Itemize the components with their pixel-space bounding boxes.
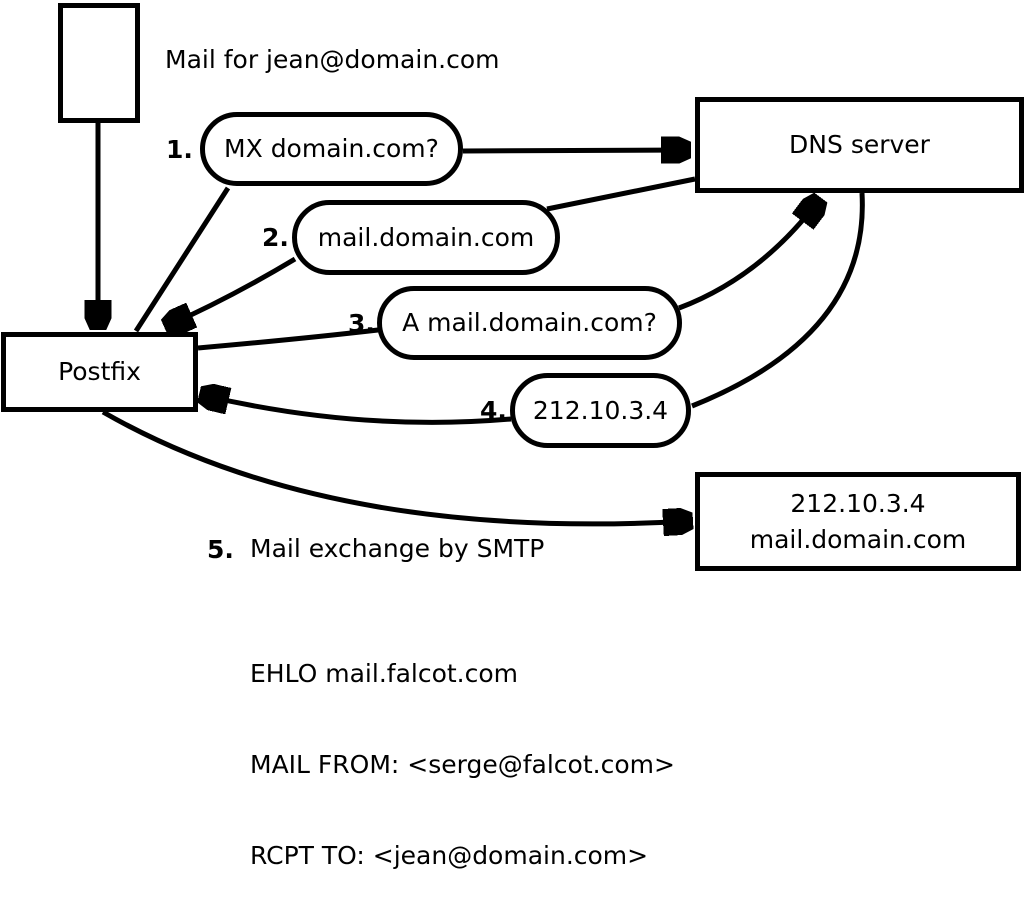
mail-server-ip: 212.10.3.4 (790, 488, 926, 518)
smtp-line: RCPT TO: <jean@domain.com> (250, 841, 649, 870)
arrow-postfix-to-mailserver (101, 409, 690, 524)
arrow-pill1-to-dns (462, 150, 688, 151)
postfix-box: Postfix (1, 332, 198, 412)
line-postfix-to-pill3 (197, 327, 379, 351)
mail-server-box: 212.10.3.4 mail.domain.com (695, 472, 1021, 571)
smtp-session: EHLO mail.falcot.com MAIL FROM: <serge@f… (250, 599, 675, 919)
mail-message-icon (58, 3, 140, 123)
line-dns-to-pill4 (691, 192, 865, 409)
step-number-1: 1. (166, 134, 193, 164)
arrow-pill2-to-postfix (167, 256, 297, 326)
pill-a-answer-label: 212.10.3.4 (532, 395, 669, 425)
mail-note: Mail for jean@domain.com (165, 45, 500, 74)
pill-mx-answer: mail.domain.com (292, 200, 560, 275)
step-number-4: 4. (480, 396, 507, 425)
pill-a-query: A mail.domain.com? (377, 286, 682, 360)
step-number-3: 3. (348, 308, 375, 338)
arrow-pill4-to-postfix (202, 395, 512, 425)
line-dns-to-pill2 (546, 176, 696, 212)
smtp-line: EHLO mail.falcot.com (250, 659, 519, 688)
pill-a-query-label: A mail.domain.com? (402, 308, 657, 337)
step-number-2: 2. (262, 223, 289, 252)
pill-mx-query-label: MX domain.com? (224, 134, 439, 163)
smtp-line: MAIL FROM: <serge@falcot.com> (250, 750, 675, 779)
pill-mx-answer-label: mail.domain.com (317, 222, 535, 252)
dns-server-label: DNS server (789, 130, 930, 159)
step-number-5: 5. (207, 534, 234, 564)
line-postfix-to-pill1 (133, 186, 231, 333)
postfix-label: Postfix (58, 357, 141, 386)
pill-a-answer: 212.10.3.4 (510, 373, 691, 448)
arrow-pill3-to-dns (678, 200, 819, 311)
mail-server-hostname: mail.domain.com (749, 524, 967, 554)
dns-server-box: DNS server (695, 97, 1024, 193)
pill-mx-query: MX domain.com? (200, 112, 463, 186)
smtp-step-label: Mail exchange by SMTP (250, 534, 545, 563)
